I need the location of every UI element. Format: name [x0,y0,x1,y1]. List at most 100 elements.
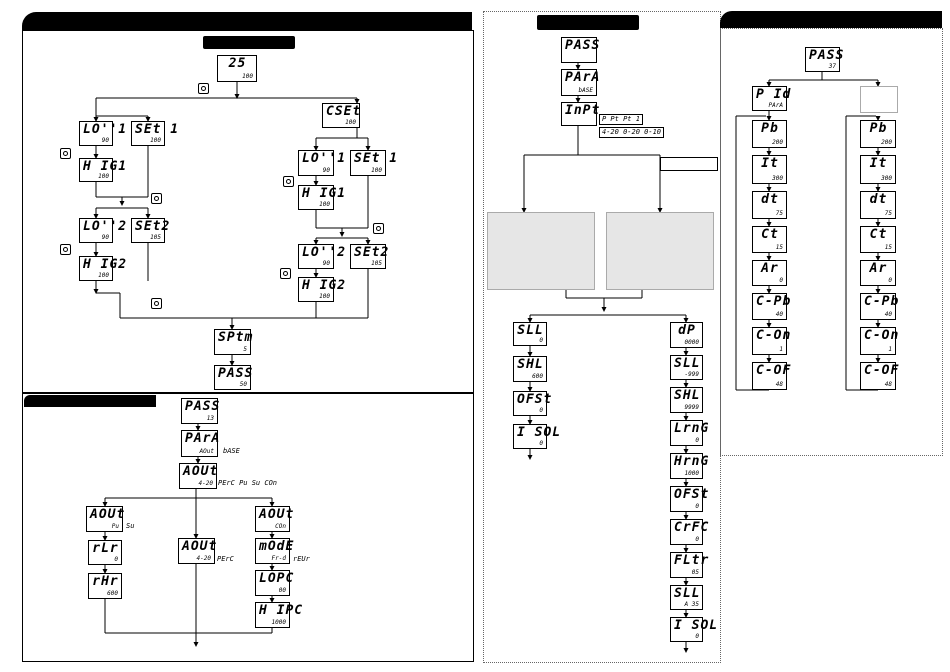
lcd-top: SLL [674,356,701,371]
lcd-top: AOUt [90,507,126,522]
lcd-bottom: 0 [114,556,118,563]
lcd-bottom: 0 [695,503,699,510]
panel1-frame [22,30,474,394]
panel1-header-band [22,12,472,30]
lcd-top: Ct [761,227,779,242]
panel1-title-bar [203,36,295,49]
lcd-top: InPt [565,103,601,118]
lcd-top: P Id [756,87,792,102]
p2-aout-note: PErC Pu Su COn [218,479,278,487]
lcd-bottom: 48 [775,381,783,388]
p3-blank-label [660,157,718,171]
lcd-bottom: 75 [884,210,892,217]
lcd-top: LrnG [674,421,710,436]
lcd-bottom: 1 [779,346,783,353]
lcd-bottom: 05 [691,569,699,576]
lcd-top: C-On [756,328,792,343]
lcd-bottom: 4-20 [198,480,213,487]
panel2-title-bar [24,395,156,407]
lcd-bottom: 100 [98,173,109,180]
lcd-bottom: 4-20 [196,555,211,562]
lcd-top: CSEt [326,104,362,119]
panel4-header-band [720,11,942,28]
key-icon[interactable] [280,268,291,279]
lcd-bottom: 100 [98,272,109,279]
key-icon[interactable] [60,244,71,255]
lcd-top: SEt2 [135,219,171,234]
key-icon[interactable] [373,223,384,234]
lcd-top: SHL [517,357,544,372]
p3-gray-panel-left [487,212,595,290]
lcd-top: Pb [869,121,888,136]
key-icon[interactable] [151,193,162,204]
lcd-top: rLr [92,541,119,556]
key-icon[interactable] [151,298,162,309]
p3-pass-display: PASS [561,37,601,63]
lcd-top: PASS [185,399,221,414]
lcd-top: PASS [565,38,601,53]
p3-r-sll-display: SLL-999 [670,355,703,380]
p2-a1-note: Su [126,522,135,530]
lcd-bottom: 0000 [684,339,699,346]
p3-input-options-2: 4-20 0-20 0-10 [599,127,665,138]
lcd-top: LO''2 [83,219,128,234]
lcd-top: HrnG [674,454,710,469]
lcd-bottom: Pu [111,523,119,530]
lcd-bottom: 0 [539,407,543,414]
lcd-top: I SOL [517,425,562,440]
lcd-top: SEt 1 [354,151,399,166]
lcd-top: 25 [228,56,247,71]
lcd-bottom: 0 [888,277,892,284]
lcd-bottom: 200 [881,139,892,146]
lcd-top: OFSt [517,392,553,407]
lcd-top: Ct [869,227,888,242]
lcd-bottom: 75 [775,210,783,217]
lcd-top: C-OF [756,363,792,378]
lcd-bottom: 1000 [684,470,699,477]
lcd-top: H IPC [259,603,304,618]
lcd-bottom: 37 [828,63,836,70]
lcd-bottom: 0 [695,633,699,640]
lcd-top: I SOL [674,618,719,633]
lcd-top: It [761,156,779,171]
key-icon[interactable] [198,83,209,94]
lcd-top: SLL [674,586,701,601]
lcd-bottom: 1 [888,346,892,353]
p2-mode-note: rEUr [293,555,310,563]
key-icon[interactable] [60,148,71,159]
lcd-bottom: -999 [684,371,699,378]
lcd-top: CrFC [674,520,710,535]
key-icon[interactable] [283,176,294,187]
lcd-bottom: 100 [242,73,253,80]
p4-con-display: C-On 1 [752,327,792,355]
lcd-top: H IG1 [83,159,128,174]
lcd-top: AOUt [182,539,218,554]
lcd-bottom: 90 [322,167,330,174]
lcd-bottom: PArA [768,102,783,109]
